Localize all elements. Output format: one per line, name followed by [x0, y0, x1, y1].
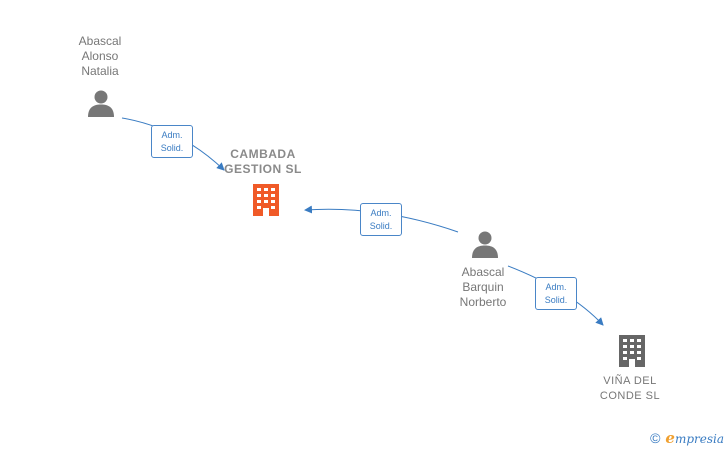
person-icon[interactable] [86, 88, 116, 118]
copyright-icon: © [650, 430, 661, 446]
relation-role-line1: Adm. [161, 130, 183, 140]
brand-name: mpresia [674, 432, 724, 446]
company-name-vina[interactable]: VIÑA DEL CONDE SL [599, 375, 661, 402]
brand-logo[interactable]: empresia [665, 429, 724, 447]
relation-role-line2: Solid. [544, 295, 568, 305]
relation-role-line1: Adm. [545, 282, 567, 292]
brand-initial: e [665, 429, 675, 447]
footer-brand: © empresia [650, 429, 724, 447]
person-icon[interactable] [470, 229, 500, 259]
building-icon[interactable] [616, 334, 648, 368]
building-icon[interactable] [250, 183, 282, 217]
relation-role-line2: Solid. [369, 221, 393, 231]
person-name-alonso[interactable]: Abascal Alonso Natalia [78, 34, 122, 78]
relation-label-box: Adm. Solid. [360, 203, 402, 236]
relation-role-line1: Adm. [370, 208, 392, 218]
person-name-barquin[interactable]: Abascal Barquin Norberto [459, 265, 507, 309]
relation-label-box: Adm. Solid. [535, 277, 577, 310]
relation-label-box: Adm. Solid. [151, 125, 193, 158]
relation-role-line2: Solid. [160, 143, 184, 153]
company-name-cambada[interactable]: CAMBADA GESTION SL [224, 147, 302, 176]
